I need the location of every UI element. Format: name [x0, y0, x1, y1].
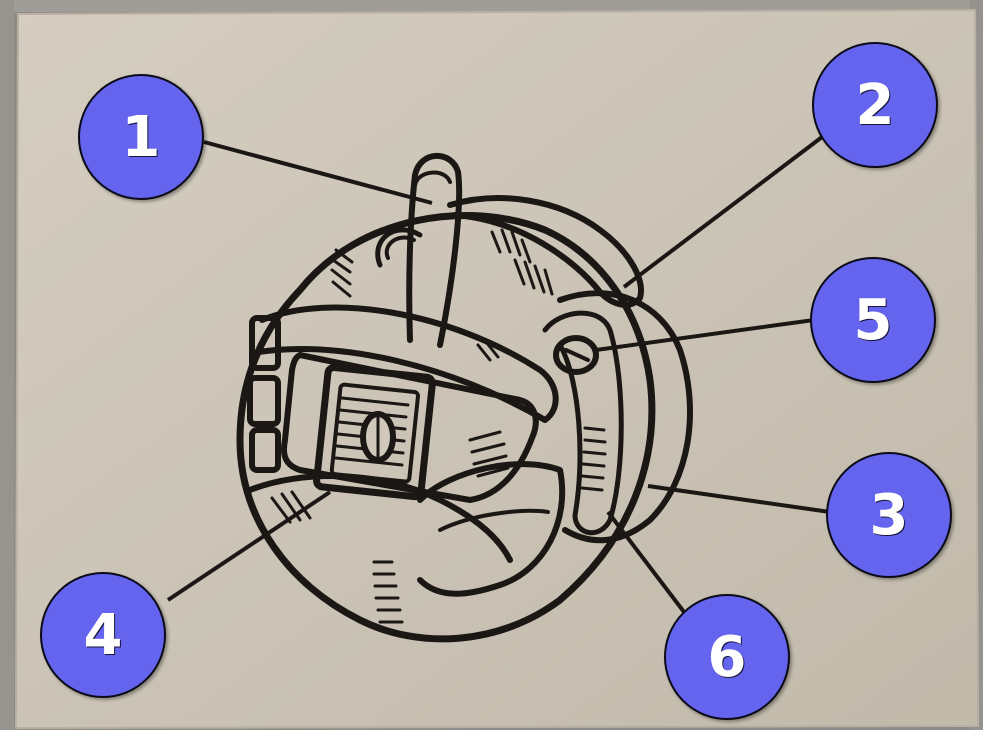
callout-badge-3: 3 [826, 452, 952, 578]
callout-badge-1: 1 [78, 74, 204, 200]
leader-line-1 [203, 140, 433, 205]
bobbin-case-drawing [236, 152, 693, 643]
leader-line-2 [622, 132, 828, 289]
callout-badge-5: 5 [810, 257, 936, 383]
callout-badge-6: 6 [664, 594, 790, 720]
leader-line-5 [595, 318, 815, 352]
leader-line-4 [166, 490, 332, 602]
paper-background [16, 10, 978, 728]
callout-badge-4: 4 [40, 572, 166, 698]
callout-badge-2: 2 [812, 42, 938, 168]
leader-line-6 [606, 510, 686, 614]
leader-line-3 [647, 484, 831, 514]
leader-lines [166, 132, 831, 614]
